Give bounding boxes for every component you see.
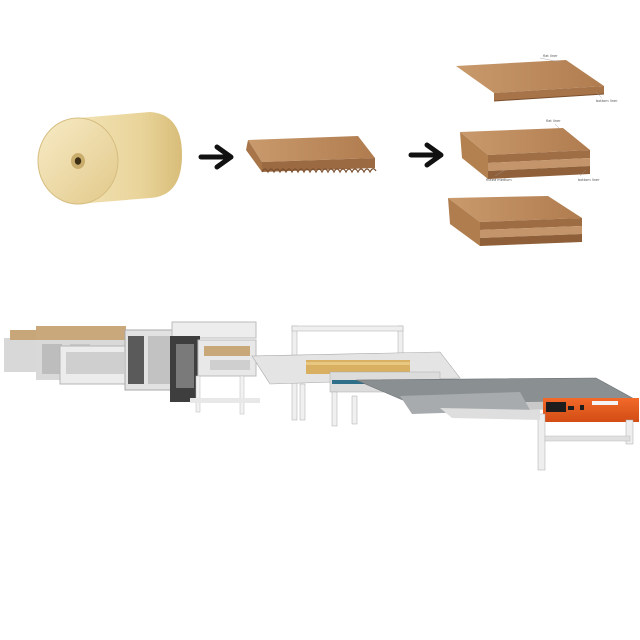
corrugated-board-single: flat liner bottom liner bbox=[456, 54, 618, 103]
label-bottom-liner: bottom liner bbox=[596, 99, 618, 103]
arrow-right-icon bbox=[408, 142, 444, 168]
arrow-right-icon bbox=[198, 144, 234, 170]
corrugated-board-triple bbox=[448, 196, 582, 246]
corrugated-sheet bbox=[246, 136, 377, 174]
label-fluted-medium: fluted medium bbox=[486, 178, 512, 182]
production-line-machine bbox=[4, 321, 639, 471]
kraft-paper-roll bbox=[37, 112, 182, 205]
label-bottom-liner: bottom liner bbox=[578, 178, 600, 182]
corrugated-board-double: flat liner fluted medium bottom liner bbox=[460, 119, 600, 182]
label-flat-liner: flat liner bbox=[543, 54, 558, 58]
label-flat-liner: flat liner bbox=[546, 119, 561, 123]
